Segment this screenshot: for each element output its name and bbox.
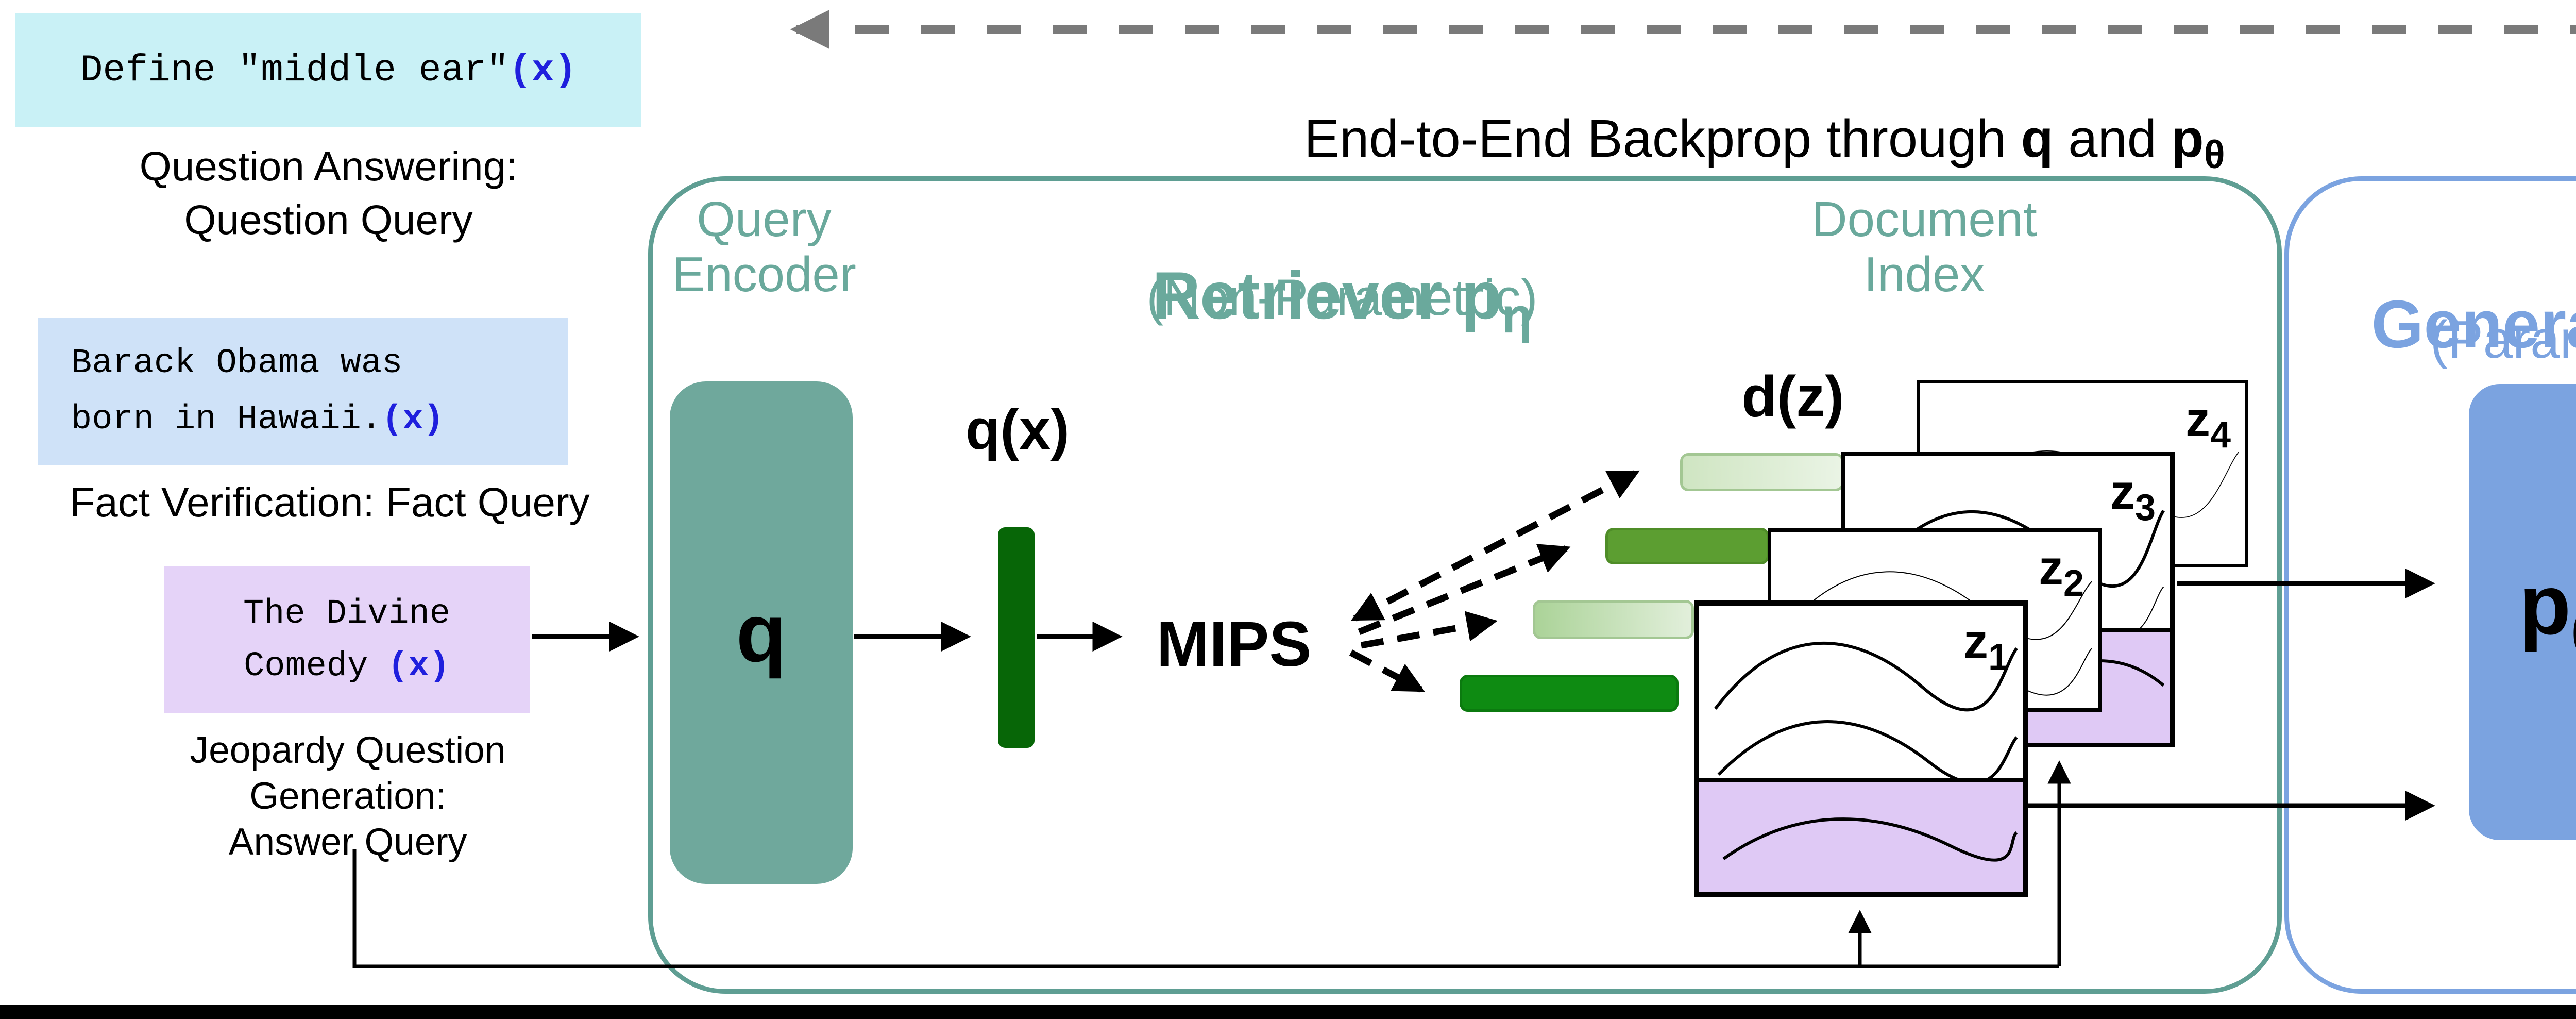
fact-query-line-1: Barack Obama was — [71, 343, 403, 383]
card-z1-white-area — [1699, 606, 2023, 783]
question-query-marker: (x) — [509, 48, 577, 92]
p-theta-block-label: pθ — [2519, 557, 2576, 667]
title-mid: and — [2053, 109, 2172, 168]
retriever-heading-text: Retriever p — [1152, 258, 1502, 333]
query-encoder-block: q — [670, 381, 853, 884]
doc-embedding-bar-1 — [1680, 453, 1844, 491]
card-label-z2: z2 — [2038, 540, 2084, 604]
question-query-box: Define "middle ear"(x) — [15, 13, 641, 127]
dz-label: d(z) — [1741, 364, 1844, 429]
title-theta: θ — [2204, 132, 2225, 177]
retriever-nonparametric-label: (Non-Parametric) — [1146, 269, 1538, 326]
query-encoder-heading: Query Encoder — [672, 192, 856, 302]
answer-query-caption: Jeopardy Question Generation: Answer Que… — [190, 729, 506, 863]
q-block-label: q — [736, 586, 787, 679]
generator-parametric-label: (Parametric) — [2430, 310, 2576, 369]
answer-query-line-2: Comedy(x) — [244, 646, 450, 686]
generator-heading: Generator pθ — [2329, 207, 2576, 373]
retriever-heading: Retriever pη — [1077, 187, 1607, 352]
title-p: p — [2171, 109, 2204, 168]
card-label-z3: z3 — [2110, 464, 2156, 528]
generator-block: pθ — [2469, 384, 2576, 840]
doc-embedding-bar-3 — [1533, 600, 1694, 639]
title-pre: End-to-End Backprop through — [1304, 109, 2021, 168]
fact-query-caption: Fact Verification: Fact Query — [70, 479, 590, 525]
card-label-z1: z1 — [1963, 614, 2009, 678]
question-query-caption: Question Answering: Question Query — [139, 143, 518, 243]
doc-embedding-bar-2 — [1605, 528, 1769, 564]
mips-label: MIPS — [1156, 609, 1312, 680]
document-index-heading: Document Index — [1811, 192, 2037, 302]
figure-title: End-to-End Backprop through q and pθ — [992, 47, 2537, 177]
document-card-z1: z1 — [1694, 600, 2028, 897]
figure-bottom-border — [0, 1005, 2576, 1019]
answer-query-line-1: The Divine — [243, 594, 451, 633]
wave-line — [1699, 782, 2023, 892]
eta-subscript: η — [1502, 288, 1532, 343]
card-label-z4: z4 — [2185, 392, 2231, 456]
query-vector-bar — [998, 527, 1035, 748]
title-q: q — [2021, 109, 2054, 168]
generator-heading-text: Generator p — [2371, 286, 2576, 362]
card-z1-purple-strip — [1699, 778, 2023, 892]
question-query-text: Define "middle ear" — [80, 48, 509, 92]
wave-lines — [1699, 606, 2023, 783]
answer-query-box: The Divine Comedy(x) — [164, 566, 530, 713]
fact-query-box: Barack Obama was born in Hawaii.(x) — [38, 318, 568, 465]
doc-embedding-bar-4 — [1460, 675, 1679, 712]
fact-query-line-2: born in Hawaii.(x) — [71, 399, 444, 439]
qx-label: q(x) — [965, 398, 1070, 461]
